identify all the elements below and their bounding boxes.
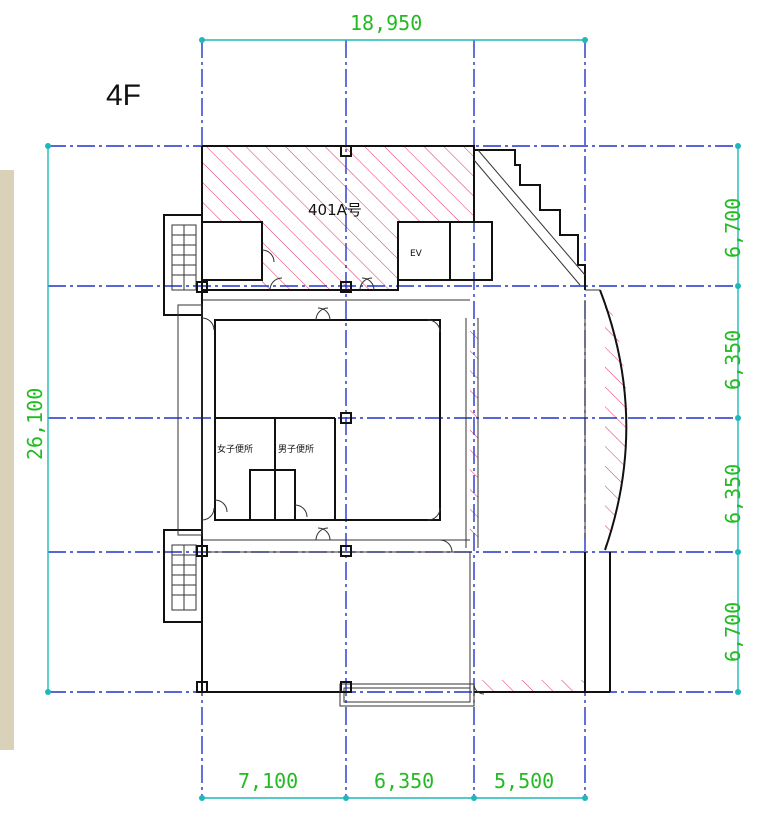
dimension-left-total: 26,100 bbox=[23, 388, 47, 460]
floor-label: 4F bbox=[106, 79, 141, 112]
womens-restroom-label: 女子便所 bbox=[217, 443, 253, 455]
dimension-right-4: 6,700 bbox=[721, 602, 745, 662]
dimension-bottom-3: 5,500 bbox=[494, 769, 554, 793]
dimension-top-total: 18,950 bbox=[350, 11, 422, 35]
unit-401a-hatch bbox=[202, 146, 474, 290]
columns bbox=[196, 145, 352, 693]
dimension-bottom-1: 7,100 bbox=[238, 769, 298, 793]
dimension-right-1: 6,700 bbox=[721, 198, 745, 258]
background-photo-strip bbox=[0, 170, 14, 750]
mens-restroom-label: 男子便所 bbox=[278, 443, 314, 455]
dimension-bottom-2: 6,350 bbox=[374, 769, 434, 793]
stair-top-left bbox=[163, 214, 203, 316]
dimension-right-2: 6,350 bbox=[721, 330, 745, 390]
elevator-label: EV bbox=[410, 249, 423, 259]
doors bbox=[201, 249, 485, 695]
dimension-lines bbox=[45, 37, 741, 801]
stair-bottom-left bbox=[163, 304, 203, 623]
bottom-hatch bbox=[480, 680, 585, 692]
room-401a-label: 401A号 bbox=[308, 201, 362, 219]
dimension-right-3: 6,350 bbox=[721, 464, 745, 524]
